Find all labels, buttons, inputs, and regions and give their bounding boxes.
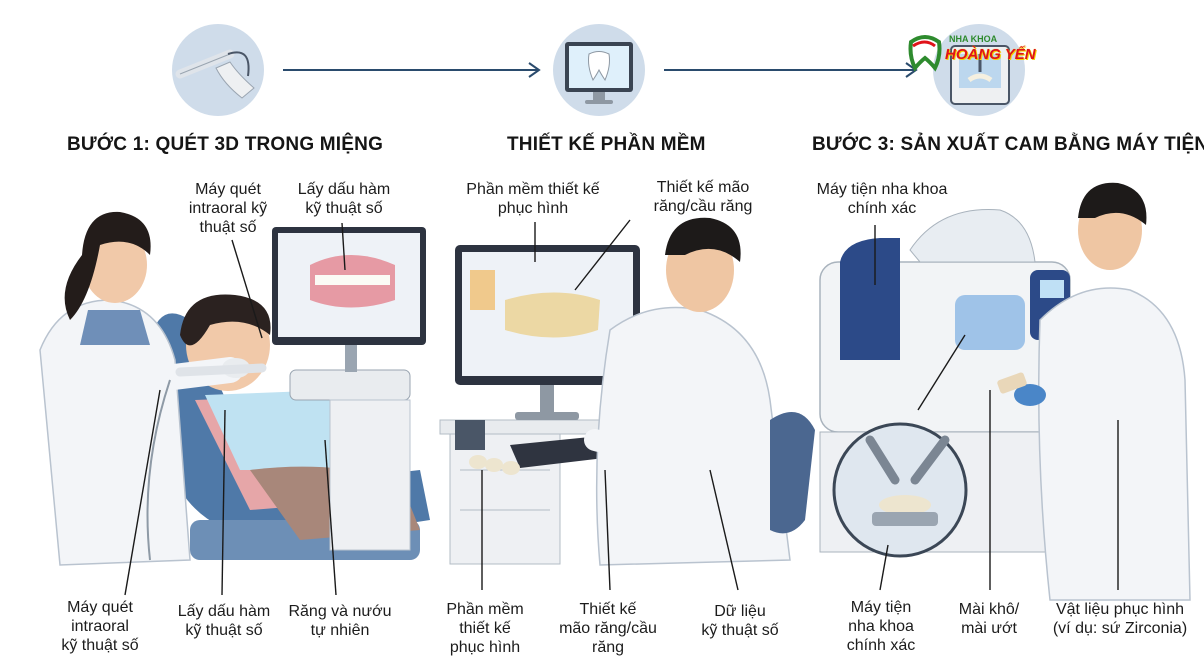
step1-title: BƯỚC 1: QUÉT 3D TRONG MIỆNG [67, 134, 384, 155]
label-crown-bottom: Thiết kế mão răng/cầu răng [559, 601, 657, 656]
milling-machine-icon [933, 24, 1025, 116]
label-crown-top: Thiết kế mão răng/cầu răng [653, 179, 753, 215]
label-mill-bottom: Máy tiện nha khoa chính xác [846, 599, 916, 654]
blue-glove [1014, 384, 1046, 406]
leader-lines [124, 219, 1119, 596]
patient-bib [205, 390, 350, 470]
scanner-wand [175, 363, 267, 377]
label-material: Vật liệu phục hình (ví dụ: sứ Zirconia) [1052, 601, 1188, 637]
label-scanner-top: Máy quét intraoral kỹ thuật số [188, 181, 268, 236]
label-teeth-gums: Răng và nướu tự nhiên [288, 603, 392, 639]
label-software-top: Phần mềm thiết kế phục hình [466, 181, 600, 217]
step3-title: BƯỚC 3: SẢN XUẤT CAM BẰNG MÁY TIỆN [812, 134, 1204, 155]
intraoral-scanner-icon [172, 24, 264, 116]
label-impression-bottom: Lấy dấu hàm kỹ thuật số [177, 603, 271, 639]
label-digital-data: Dữ liệu kỹ thuật số [701, 603, 779, 639]
label-mill-top: Máy tiện nha khoa chính xác [816, 181, 948, 217]
logo-tagline: NHA KHOA [949, 34, 998, 44]
label-software-bottom: Phần mềm thiết kế phục hình [446, 601, 524, 656]
mill-chamber [955, 295, 1025, 350]
printed-crowns [469, 455, 520, 475]
zirconia-block [997, 372, 1027, 394]
monitor-tooth-icon [553, 24, 645, 116]
step2-title: THIẾT KẾ PHẦN MỀM [507, 134, 706, 155]
tooth-logo-icon [908, 35, 942, 72]
technician-coat [595, 306, 791, 566]
step2-scene [439, 217, 815, 566]
step3-scene [819, 182, 1191, 601]
label-impression-top: Lấy dấu hàm kỹ thuật số [297, 181, 391, 217]
technician3-coat [1038, 287, 1191, 601]
logo-name: HOÀNG YẾN [945, 46, 1036, 63]
clinic-logo: NHA KHOA HOÀNG YẾN [905, 30, 1055, 74]
flow-arrow-1 [283, 62, 541, 78]
label-dry-wet: Mài khô/ mài ướt [958, 601, 1020, 637]
flow-arrow-2 [664, 62, 918, 78]
step1-scene [39, 211, 430, 566]
label-scanner-bottom: Máy quét intraoral kỹ thuật số [61, 599, 139, 654]
